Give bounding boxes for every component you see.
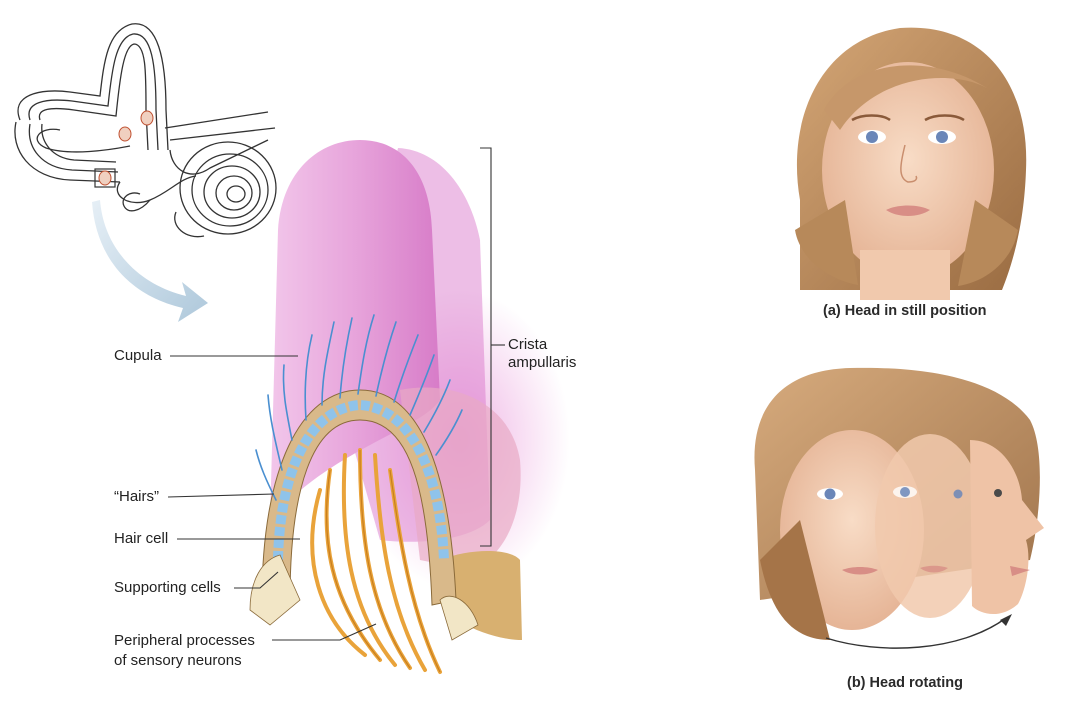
rotation-arrow-icon bbox=[825, 617, 1007, 649]
hairs-label: “Hairs” bbox=[114, 488, 159, 505]
head-rotating-illustration bbox=[754, 367, 1044, 649]
peripheral-processes-label-line2: of sensory neurons bbox=[114, 652, 242, 669]
cupula-label: Cupula bbox=[114, 347, 162, 364]
hair-cell-label: Hair cell bbox=[114, 530, 169, 547]
crista-label-line2: ampullaris bbox=[508, 354, 577, 371]
caption-head-rotating: (b) Head rotating bbox=[847, 675, 963, 691]
peripheral-processes-label-line1: Peripheral processes bbox=[114, 632, 255, 649]
caption-head-still: (a) Head in still position bbox=[823, 303, 987, 319]
head-still-illustration bbox=[795, 27, 1027, 300]
crista-label-line1: Crista bbox=[508, 336, 548, 353]
curved-arrow-icon bbox=[92, 200, 208, 322]
crista-structure bbox=[249, 140, 570, 674]
ampulla-marks bbox=[98, 110, 154, 186]
supporting-cells-label: Supporting cells bbox=[114, 579, 221, 596]
inner-ear-drawing bbox=[14, 23, 277, 238]
leader-lines bbox=[167, 147, 505, 641]
